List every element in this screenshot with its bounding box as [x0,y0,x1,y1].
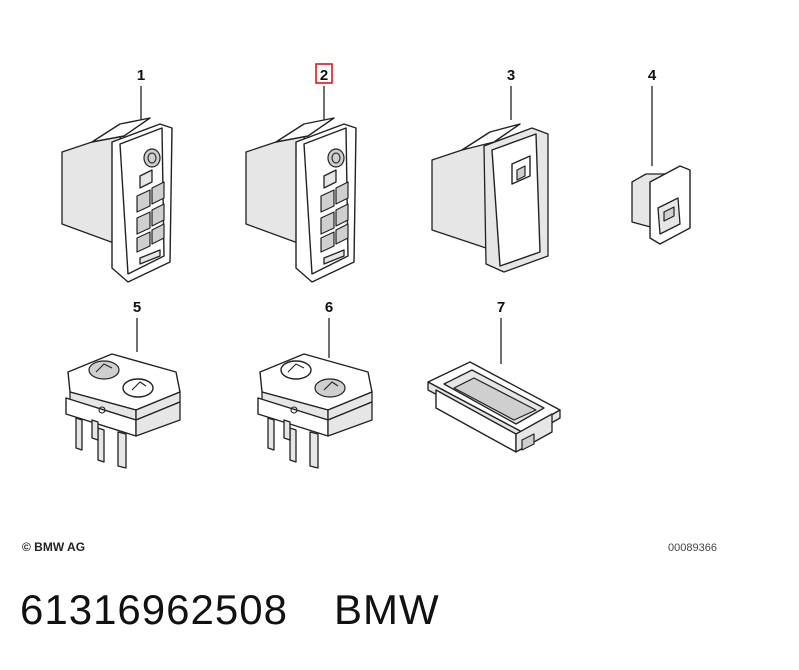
part-3-illustration: 3 [431,67,549,273]
part-6-label[interactable]: 6 [325,299,333,316]
part-5-illustration: 5 [65,299,181,469]
part-3-label[interactable]: 3 [507,67,515,84]
brand-name: BMW [333,586,440,633]
part-4-illustration: 4 [631,67,691,245]
part-2-label[interactable]: 2 [320,67,328,84]
part-2-highlight-box [315,63,333,84]
part-4-label[interactable]: 4 [648,67,657,84]
copyright-text: © BMW AG [22,540,86,554]
diagram-id: 00089366 [668,542,717,554]
part-number: 61316962508 [20,586,288,633]
part-7-label[interactable]: 7 [497,299,505,316]
part-1-label[interactable]: 1 [137,67,145,84]
part-7-illustration: 7 [427,299,561,453]
part-5-label[interactable]: 5 [133,299,141,316]
part-6-illustration: 6 [257,299,373,469]
part-1-illustration: 1 [61,67,173,283]
part-footer: 61316962508 BMW [20,586,440,634]
part-2-illustration: 2 [245,63,357,283]
